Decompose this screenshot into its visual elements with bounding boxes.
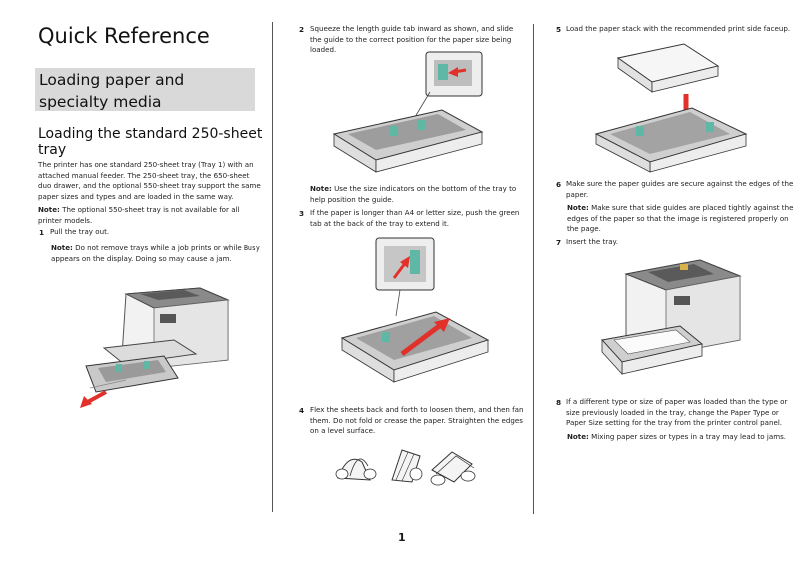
note-text: appears on the display. Doing so may cau… [51, 253, 232, 263]
step-text: Squeeze the length guide tab inward as s… [310, 24, 514, 55]
step-text: Insert the tray. [566, 237, 618, 246]
step-number: 7 [556, 238, 562, 247]
step-text: Make sure the paper guides are secure ag… [566, 179, 794, 199]
step-number: 6 [556, 180, 562, 189]
note-label: Note: [38, 205, 60, 214]
subsection-heading: Loading the standard 250-sheet tray [38, 126, 263, 158]
page-title: Quick Reference [38, 24, 210, 48]
note-text: Use the size indicators on the bottom of… [310, 184, 517, 204]
step-number: 4 [299, 406, 305, 415]
insert-tray-illustration [601, 259, 742, 376]
note-text: Do not remove trays while a job prints o… [72, 243, 244, 252]
step-number: 2 [299, 25, 305, 34]
step-number: 1 [39, 228, 45, 237]
page-number: 1 [398, 531, 406, 544]
note-text: The optional 550-sheet tray is not avail… [38, 205, 240, 225]
display-code-busy: Busy [243, 244, 260, 252]
length-guide-illustration [332, 51, 484, 173]
step-number: 5 [556, 25, 562, 34]
step-note: Note: Use the size indicators on the bot… [310, 184, 522, 205]
step-text: If a different type or size of paper was… [566, 397, 788, 428]
column-divider-left [272, 22, 273, 512]
section-banner: Loading paper and specialty media [35, 68, 255, 111]
printer-tray-out-illustration [80, 287, 230, 408]
step-text: Load the paper stack with the recommende… [566, 24, 791, 33]
step-note: Note: Do not remove trays while a job pr… [51, 243, 261, 264]
note-label: Note: [310, 184, 332, 193]
step-text: Pull the tray out. [50, 227, 110, 236]
step-note: Note: Make sure that side guides are pla… [567, 203, 797, 235]
step-text: Flex the sheets back and forth to loosen… [310, 405, 524, 436]
step-text: If the paper is longer than A4 or letter… [310, 208, 520, 228]
section-banner-line1: Loading paper and [39, 71, 185, 89]
column-divider-right [533, 24, 534, 514]
step-note: Note: Mixing paper sizes or types in a t… [567, 432, 797, 443]
step-number: 3 [299, 209, 305, 218]
load-paper-stack-illustration [594, 43, 748, 173]
extend-tray-illustration [340, 237, 490, 383]
note-label: Note: [51, 243, 73, 252]
intro-paragraph: The printer has one standard 250-sheet t… [38, 160, 261, 201]
step-number: 8 [556, 398, 562, 407]
flex-paper-illustration [335, 449, 476, 486]
intro-note: Note: The optional 550-sheet tray is not… [38, 205, 262, 226]
section-banner-line2: specialty media [39, 93, 162, 111]
note-text: Mixing paper sizes or types in a tray ma… [588, 432, 787, 441]
note-label: Note: [567, 432, 589, 441]
note-text: Make sure that side guides are placed ti… [567, 203, 794, 234]
note-label: Note: [567, 203, 589, 212]
